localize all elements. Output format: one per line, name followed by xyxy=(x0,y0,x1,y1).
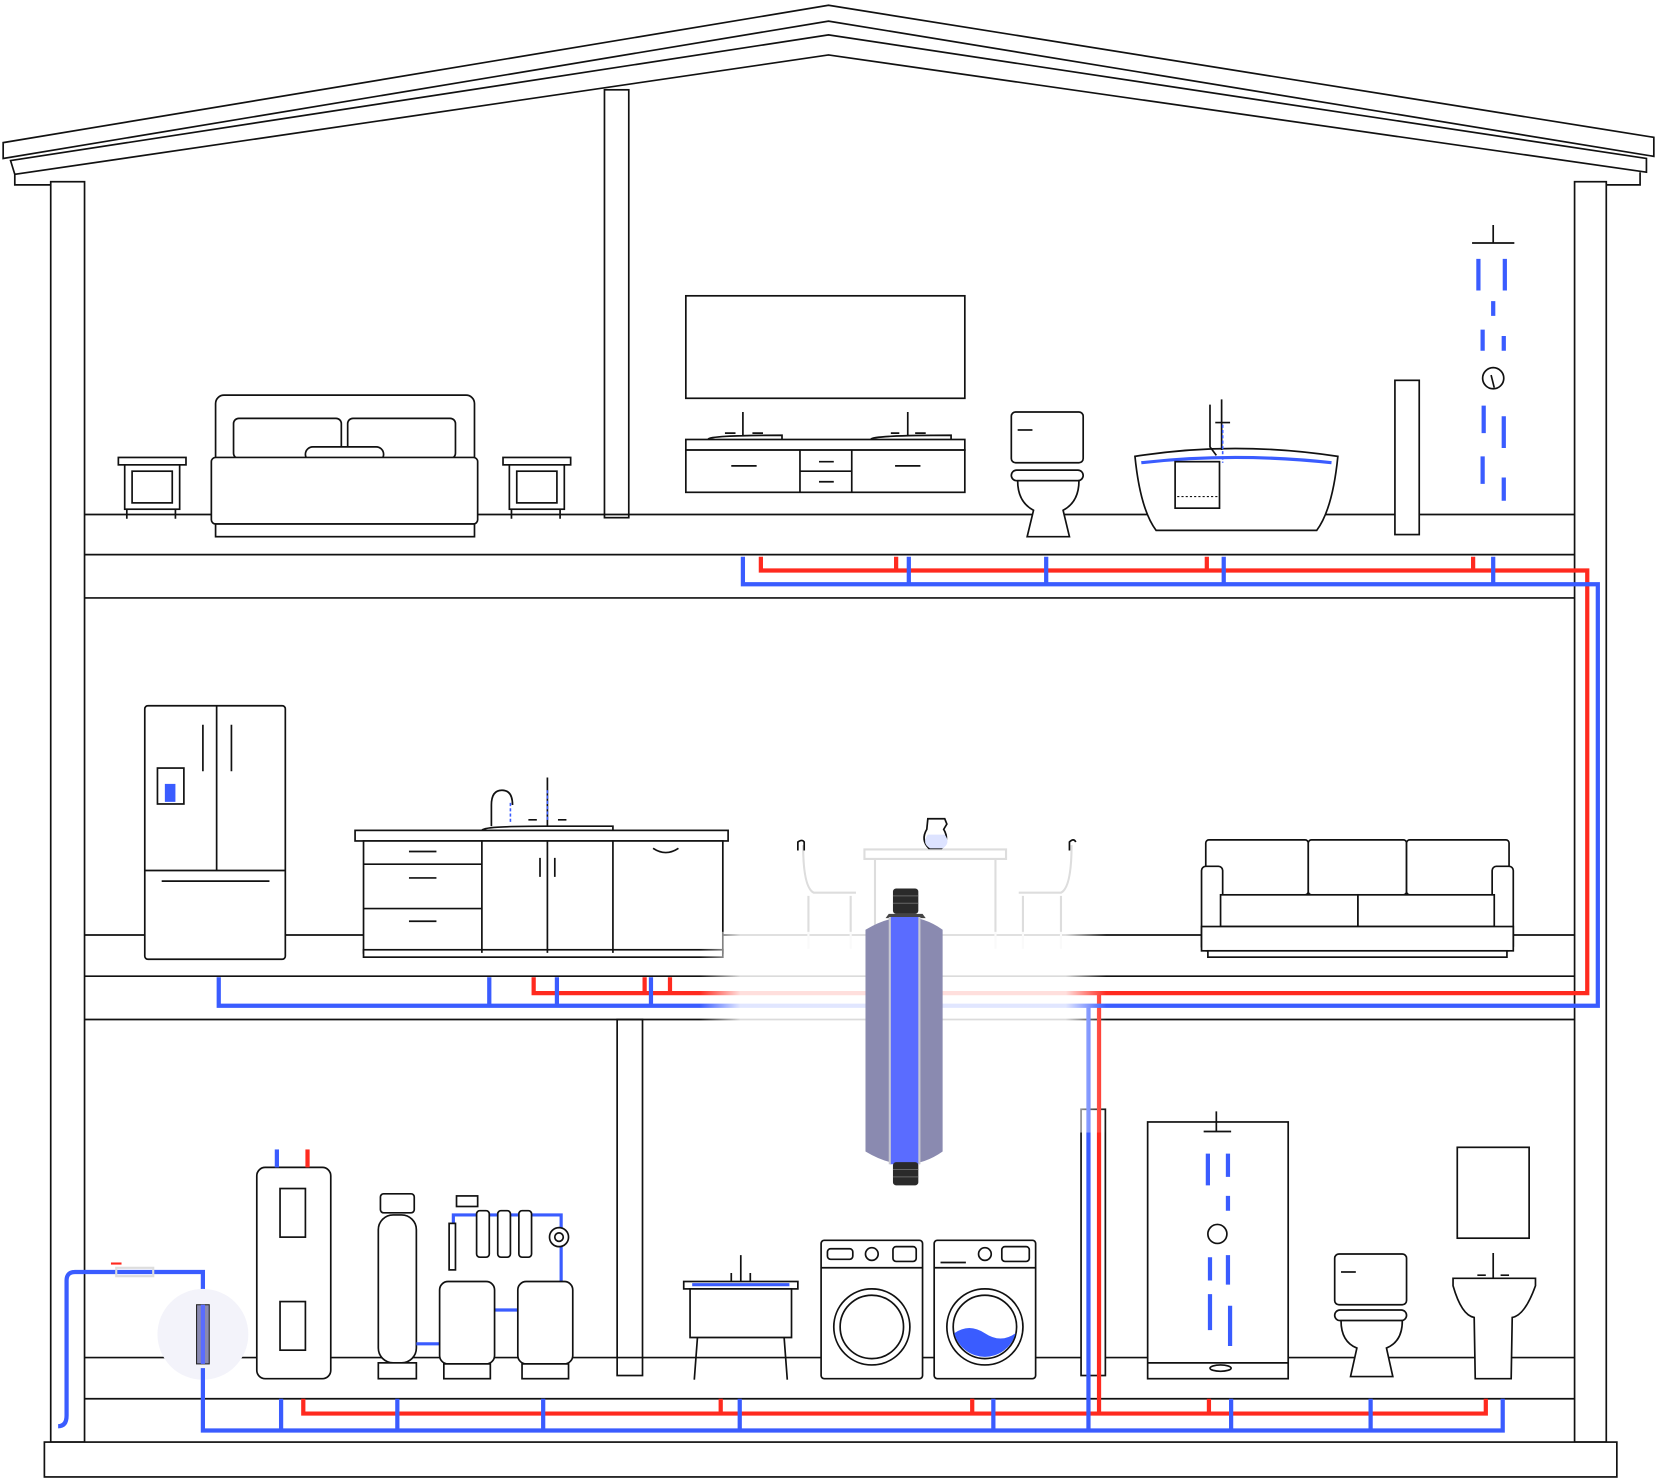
main-line-inlet xyxy=(57,1262,249,1429)
lower-wall-stub xyxy=(1080,1108,1107,1377)
water-heater-icon xyxy=(255,1149,332,1380)
cold-water-pipes xyxy=(200,556,1600,1433)
sofa-icon xyxy=(1200,839,1515,959)
shower-wall xyxy=(1394,379,1421,536)
nightstand-left xyxy=(117,456,187,519)
toilet-icon xyxy=(1010,411,1085,538)
dryer-icon xyxy=(933,1239,1037,1380)
refrigerator-icon xyxy=(143,704,287,961)
whole-house-filter-icon xyxy=(865,888,943,1186)
vanity-icon xyxy=(684,294,966,494)
utility-sink-icon xyxy=(682,1255,799,1380)
filter-system-icon xyxy=(416,1195,574,1380)
bathroom-sink-icon xyxy=(1452,1146,1537,1380)
hot-water-pipes xyxy=(301,556,1590,1416)
water-softener-icon xyxy=(377,1192,418,1380)
toilet-lower-icon xyxy=(1333,1253,1408,1378)
bed-icon xyxy=(210,394,479,538)
dining-table-icon xyxy=(797,817,1077,949)
washer-icon xyxy=(820,1239,924,1380)
bathtub-icon xyxy=(1134,399,1339,532)
nightstand-right xyxy=(502,456,572,519)
kitchen-sink-icon xyxy=(354,777,729,959)
shower-icon xyxy=(1472,225,1515,501)
shower-stall-icon xyxy=(1146,1111,1290,1380)
